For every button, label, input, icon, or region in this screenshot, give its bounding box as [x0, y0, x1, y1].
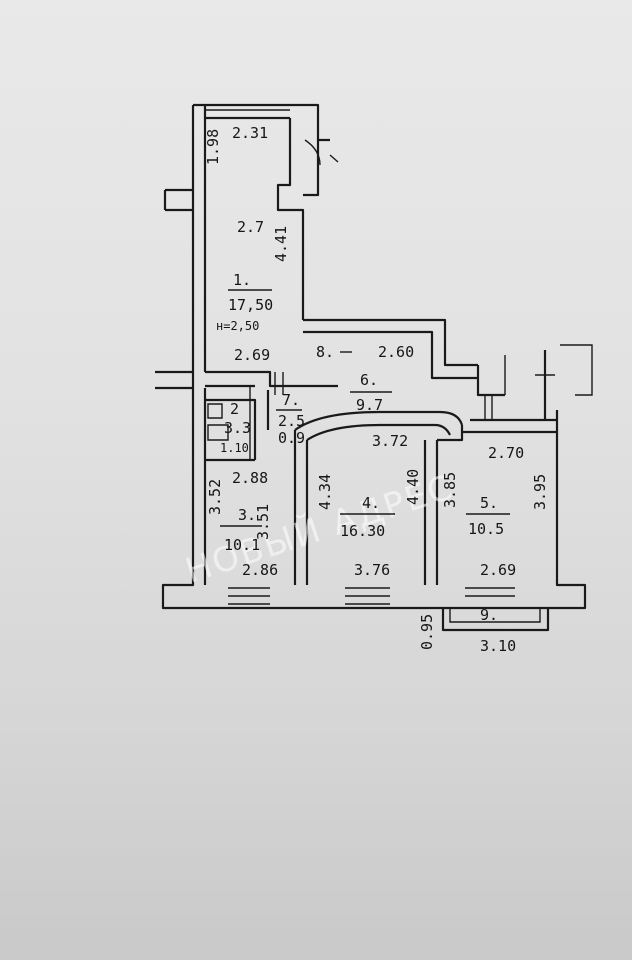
room3-number: 3. [238, 506, 256, 524]
dim-room1-width-mid: 2.7 [237, 218, 264, 236]
room2-extra: 1.10 [220, 441, 249, 455]
dim-balcony-depth: 0.95 [418, 614, 436, 650]
room7-number: 7. [282, 391, 300, 409]
room7-extra: 0.9 [278, 429, 305, 447]
room6-number: 6. [360, 371, 378, 389]
dim-room1-bottom: 2.69 [234, 346, 270, 364]
room2-number: 2 [230, 400, 239, 418]
dim-room5-left: 3.85 [441, 472, 459, 508]
dim-room4-left: 4.34 [316, 474, 334, 510]
dim-room3-bottom: 2.86 [242, 561, 278, 579]
balcony [441, 608, 550, 632]
dim-room4-bottom: 3.76 [354, 561, 390, 579]
room3-area: 10.1 [224, 536, 260, 554]
room5-number: 5. [480, 494, 498, 512]
dim-room6-top: 2.60 [378, 343, 414, 361]
room4-number: 4. [362, 494, 380, 512]
dim-room3-left: 3.52 [206, 479, 224, 515]
dim-room1-length: 4.41 [272, 226, 290, 262]
room8-number: 8. [316, 343, 334, 361]
dim-room4-right: 4.40 [404, 469, 422, 505]
dim-room1-side-top: 1.98 [204, 129, 222, 165]
dim-room3-right: 3.51 [254, 504, 272, 540]
dim-room4-top: 3.72 [372, 432, 408, 450]
dim-room3-top: 2.88 [232, 469, 268, 487]
dim-room5-bottom: 2.69 [480, 561, 516, 579]
inner-walls [203, 370, 557, 585]
dim-room5-top: 2.70 [488, 444, 524, 462]
room1-height: н=2,50 [216, 319, 259, 333]
room9-number: 9. [480, 606, 498, 624]
dim-room5-right: 3.95 [531, 474, 549, 510]
dim-room1-top: 2.31 [232, 124, 268, 142]
room4-area: 16.30 [340, 522, 385, 540]
room1-number: 1. [233, 271, 251, 289]
room2-area: 3.3 [224, 419, 251, 437]
room7-area: 2.5 [278, 412, 305, 430]
room1-area: 17,50 [228, 296, 273, 314]
dim-balcony-width: 3.10 [480, 637, 516, 655]
room5-area: 10.5 [468, 520, 504, 538]
room6-area: 9.7 [356, 396, 383, 414]
windows [205, 104, 515, 605]
hatch-marks [274, 372, 493, 420]
stub-walls [304, 139, 593, 396]
